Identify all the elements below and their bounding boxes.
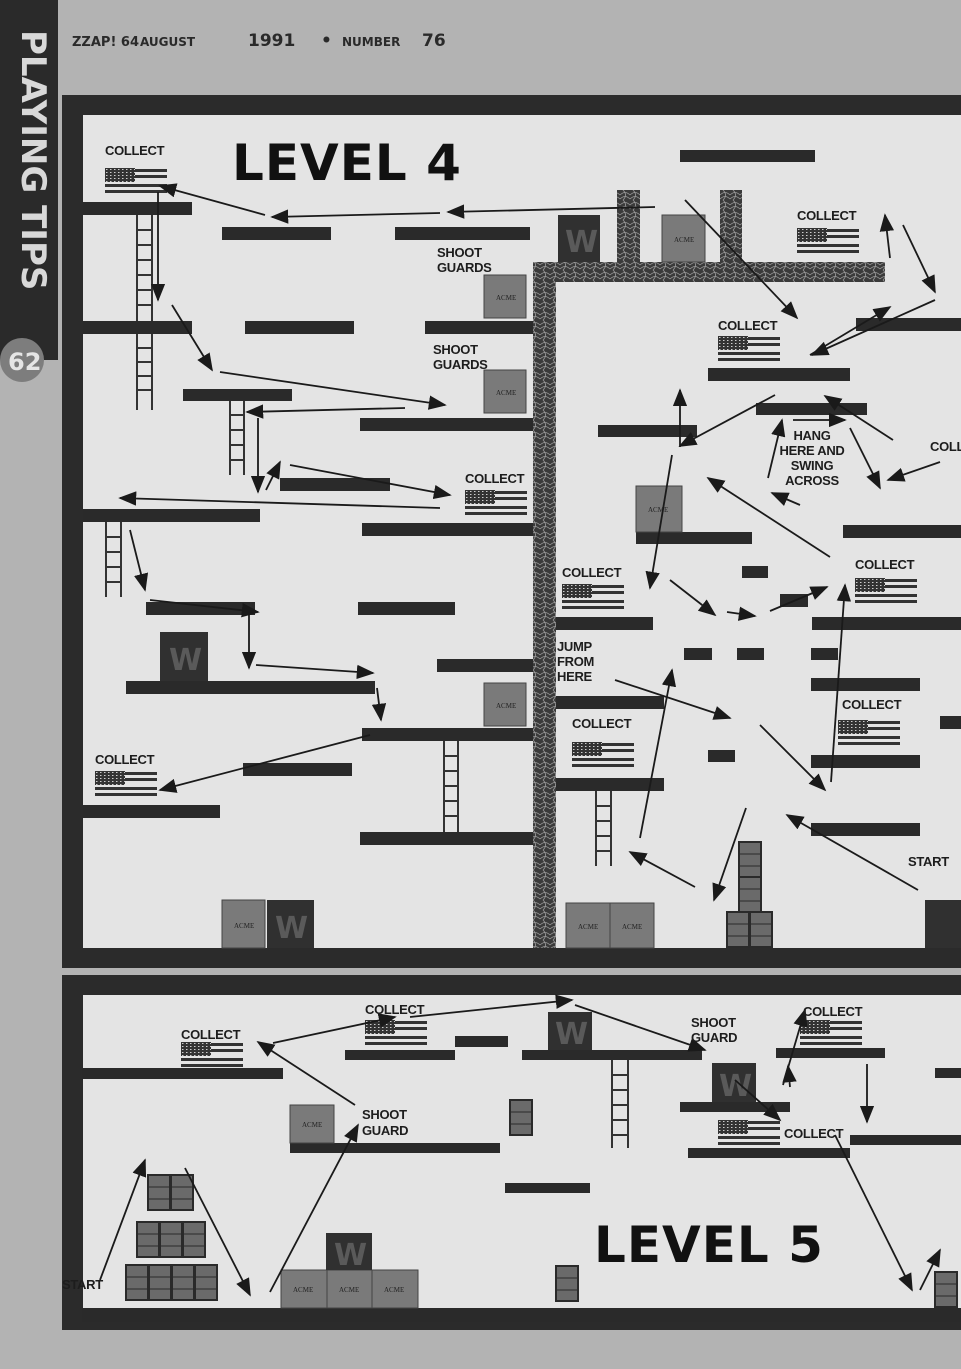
svg-text:ACME: ACME bbox=[674, 236, 694, 244]
svg-text:ACME: ACME bbox=[384, 1286, 404, 1294]
svg-text:ACROSS: ACROSS bbox=[785, 473, 839, 488]
issue-header: ZZAP! 64 AUGUST 1991 • NUMBER 76 bbox=[72, 31, 446, 51]
svg-text:SHOOT: SHOOT bbox=[362, 1107, 407, 1122]
svg-text:COLLECT: COLLECT bbox=[105, 143, 165, 158]
svg-text:SHOOT: SHOOT bbox=[433, 342, 478, 357]
svg-text:ACME: ACME bbox=[234, 922, 254, 930]
svg-text:COLLECT: COLLECT bbox=[930, 439, 961, 454]
svg-text:W: W bbox=[555, 1017, 588, 1052]
svg-text:ACME: ACME bbox=[622, 923, 642, 931]
svg-text:COLLECT: COLLECT bbox=[784, 1126, 844, 1141]
svg-text:ACME: ACME bbox=[578, 923, 598, 931]
svg-text:COLLECT: COLLECT bbox=[562, 565, 622, 580]
magazine-name: ZZAP! 64 bbox=[72, 35, 139, 50]
platforms bbox=[83, 150, 961, 948]
svg-text:ACME: ACME bbox=[496, 389, 516, 397]
level-4-map: LEVEL 4 bbox=[62, 95, 961, 968]
svg-text:GUARDS: GUARDS bbox=[433, 357, 488, 372]
issue-month: AUGUST bbox=[140, 35, 196, 49]
level-4-title: LEVEL 4 bbox=[232, 134, 462, 192]
svg-text:COLLECT: COLLECT bbox=[95, 752, 155, 767]
svg-text:SWING: SWING bbox=[791, 458, 834, 473]
weapon-blocks: W W W bbox=[326, 1012, 756, 1273]
svg-text:COLLECT: COLLECT bbox=[855, 557, 915, 572]
svg-text:W: W bbox=[565, 225, 598, 260]
route-arrows bbox=[99, 994, 941, 1297]
svg-text:W: W bbox=[719, 1069, 752, 1104]
acme-crates: ACME ACME ACME ACME bbox=[280, 1104, 419, 1309]
svg-text:HERE AND: HERE AND bbox=[779, 443, 844, 458]
svg-text:GUARD: GUARD bbox=[362, 1123, 408, 1138]
svg-text:W: W bbox=[275, 911, 308, 946]
page-number: 62 bbox=[8, 348, 41, 376]
svg-text:ACME: ACME bbox=[302, 1121, 322, 1129]
svg-text:SHOOT: SHOOT bbox=[437, 245, 482, 260]
separator: • bbox=[321, 31, 332, 51]
route-arrows bbox=[118, 183, 941, 902]
svg-text:W: W bbox=[334, 1238, 367, 1273]
section-sidebar: PLAYING TIPS 62 bbox=[0, 0, 58, 382]
page-number-badge bbox=[0, 338, 44, 382]
svg-text:COLLECT: COLLECT bbox=[797, 208, 857, 223]
svg-text:HANG: HANG bbox=[793, 428, 830, 443]
svg-text:ACME: ACME bbox=[339, 1286, 359, 1294]
svg-text:W: W bbox=[169, 643, 202, 678]
svg-text:START: START bbox=[908, 854, 949, 869]
svg-text:COLLECT: COLLECT bbox=[842, 697, 902, 712]
svg-text:COLLECT: COLLECT bbox=[718, 318, 778, 333]
issue-year: 1991 bbox=[248, 31, 295, 51]
svg-text:COLLECT: COLLECT bbox=[465, 471, 525, 486]
svg-text:COLLECT: COLLECT bbox=[572, 716, 632, 731]
level-5-title: LEVEL 5 bbox=[594, 1216, 824, 1274]
svg-text:JUMP: JUMP bbox=[557, 639, 593, 654]
svg-text:COLLECT: COLLECT bbox=[365, 1002, 425, 1017]
svg-text:ACME: ACME bbox=[496, 702, 516, 710]
svg-text:ACME: ACME bbox=[293, 1286, 313, 1294]
platforms bbox=[82, 1036, 961, 1193]
weapon-blocks: W W W bbox=[160, 215, 961, 948]
ladders bbox=[105, 215, 612, 866]
svg-text:HERE: HERE bbox=[557, 669, 593, 684]
svg-text:COLLECT: COLLECT bbox=[181, 1027, 241, 1042]
section-title: PLAYING TIPS bbox=[13, 30, 53, 290]
svg-text:GUARDS: GUARDS bbox=[437, 260, 492, 275]
number-label: NUMBER bbox=[342, 35, 400, 49]
acme-crates: ACME ACME ACME ACME ACME ACME ACME ACME bbox=[221, 214, 706, 949]
level-5-map: LEVEL 5 ACME ACME ACME ACME W W bbox=[62, 975, 961, 1330]
svg-text:GUARD: GUARD bbox=[691, 1030, 737, 1045]
svg-text:COLLECT: COLLECT bbox=[803, 1004, 863, 1019]
svg-text:SHOOT: SHOOT bbox=[691, 1015, 736, 1030]
svg-text:START: START bbox=[62, 1277, 103, 1292]
svg-text:FROM: FROM bbox=[557, 654, 594, 669]
issue-number: 76 bbox=[422, 31, 446, 51]
svg-text:ACME: ACME bbox=[496, 294, 516, 302]
svg-text:ACME: ACME bbox=[648, 506, 668, 514]
